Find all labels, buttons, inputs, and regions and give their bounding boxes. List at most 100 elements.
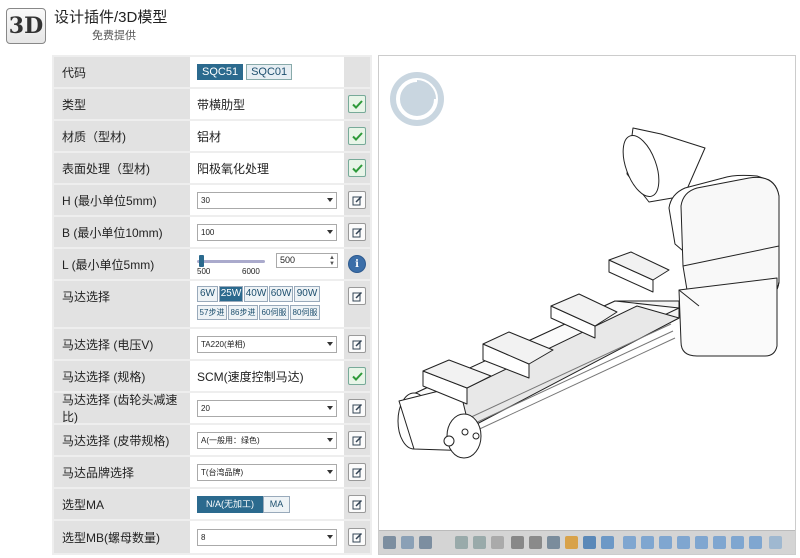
- spinner-icon[interactable]: ▲▼: [329, 255, 335, 267]
- view-iso-5-icon[interactable]: [695, 536, 708, 549]
- voltage-select[interactable]: TA220(单相): [197, 335, 337, 353]
- type-value: 带横肋型: [197, 97, 246, 112]
- color-icon[interactable]: [565, 536, 578, 549]
- watt-option-6w[interactable]: 6W: [197, 286, 218, 302]
- edit-icon[interactable]: [348, 335, 366, 353]
- page-title: 设计插件/3D模型: [54, 9, 168, 26]
- row-label: 代码: [54, 57, 190, 87]
- edit-icon[interactable]: [348, 431, 366, 449]
- view-front-icon[interactable]: [383, 536, 396, 549]
- row-height: H (最小单位5mm) 30: [54, 185, 370, 215]
- row-option-ma: 选型MA N/A(无加工) MA: [54, 489, 370, 519]
- material-value: 铝材: [197, 129, 222, 144]
- rotate-icon[interactable]: [491, 536, 504, 549]
- 3d-logo: 3D: [6, 8, 46, 44]
- row-label: 材质（型材): [54, 121, 190, 151]
- header: 3D 设计插件/3D模型 免费提供: [0, 0, 800, 52]
- row-width: B (最小单位10mm) 100: [54, 217, 370, 247]
- row-label: B (最小单位10mm): [54, 217, 190, 247]
- gear-ratio-select[interactable]: 20: [197, 399, 337, 417]
- wireframe-icon[interactable]: [529, 536, 542, 549]
- view-iso-7-icon[interactable]: [731, 536, 744, 549]
- edit-icon[interactable]: [348, 463, 366, 481]
- length-slider-handle[interactable]: [199, 255, 204, 267]
- belt-select[interactable]: A(一般用：绿色): [197, 431, 337, 449]
- row-label: 马达选择 (规格): [54, 361, 190, 391]
- page-subtitle: 免费提供: [92, 30, 136, 42]
- view-iso-4-icon[interactable]: [677, 536, 690, 549]
- collapse-icon[interactable]: [769, 536, 782, 549]
- row-motor: 马达选择 6W 25W 40W 60W 90W 57步进 86步进 60伺服 8…: [54, 281, 370, 327]
- watt-option-25w[interactable]: 25W: [219, 286, 243, 302]
- chevron-down-icon: [327, 534, 333, 539]
- row-label: H (最小单位5mm): [54, 185, 190, 215]
- row-motor-spec: 马达选择 (规格) SCM(速度控制马达): [54, 361, 370, 391]
- edit-icon[interactable]: [348, 399, 366, 417]
- row-code: 代码 SQC51 SQC01: [54, 57, 370, 87]
- conveyor-3d-model: [390, 72, 780, 459]
- row-option-mb: 选型MB(螺母数量) 8: [54, 521, 370, 553]
- edit-icon[interactable]: [348, 495, 366, 513]
- zoom-out-icon[interactable]: [473, 536, 486, 549]
- servo-option-80[interactable]: 80伺服: [290, 305, 320, 320]
- slider-min-label: 500: [197, 267, 211, 276]
- watt-option-90w[interactable]: 90W: [294, 286, 320, 302]
- row-label: 马达选择: [54, 281, 190, 327]
- code-option-sqc51[interactable]: SQC51: [197, 64, 244, 80]
- row-label: 马达选择 (皮带规格): [54, 425, 190, 455]
- info-icon[interactable]: i: [348, 255, 366, 273]
- viewer-toolbar: [379, 530, 795, 554]
- nut-count-select[interactable]: 8: [197, 528, 337, 546]
- check-icon[interactable]: [348, 367, 366, 385]
- view-iso-3-icon[interactable]: [659, 536, 672, 549]
- width-select[interactable]: 100: [197, 223, 337, 241]
- view-iso-6-icon[interactable]: [713, 536, 726, 549]
- edit-icon[interactable]: [348, 528, 366, 546]
- length-slider-track[interactable]: [197, 260, 265, 263]
- row-label: 选型MA: [54, 489, 190, 519]
- row-icon-cell: [344, 57, 370, 87]
- row-label: 选型MB(螺母数量): [54, 521, 190, 553]
- row-label: 马达选择 (齿轮头减速比): [54, 393, 190, 424]
- row-length: L (最小单位5mm) 500 6000 500 ▲▼ i: [54, 249, 370, 279]
- loading-spinner-icon: [390, 72, 444, 126]
- brand-select[interactable]: T(台湾品牌): [197, 463, 337, 481]
- code-option-sqc01[interactable]: SQC01: [246, 64, 293, 80]
- model-viewer[interactable]: [378, 55, 796, 555]
- ma-option-ma[interactable]: MA: [263, 496, 290, 513]
- row-motor-voltage: 马达选择 (电压V) TA220(单相): [54, 329, 370, 359]
- view-iso-1-icon[interactable]: [623, 536, 636, 549]
- watt-option-40w[interactable]: 40W: [244, 286, 268, 302]
- chevron-down-icon: [327, 437, 333, 442]
- solid-icon[interactable]: [583, 536, 596, 549]
- height-select[interactable]: 30: [197, 191, 337, 209]
- zoom-in-icon[interactable]: [455, 536, 468, 549]
- watt-option-60w[interactable]: 60W: [269, 286, 293, 302]
- view-iso-8-icon[interactable]: [749, 536, 762, 549]
- chevron-down-icon: [327, 229, 333, 234]
- code-chips: SQC51 SQC01: [192, 57, 344, 87]
- row-surface: 表面处理（型材) 阳极氧化处理: [54, 153, 370, 183]
- view-side-icon[interactable]: [401, 536, 414, 549]
- edit-icon[interactable]: [348, 287, 366, 305]
- view-top-icon[interactable]: [419, 536, 432, 549]
- stepper-option-57[interactable]: 57步进: [197, 305, 227, 320]
- row-gear-ratio: 马达选择 (齿轮头减速比) 20: [54, 393, 370, 424]
- edit-icon[interactable]: [348, 191, 366, 209]
- row-label: L (最小单位5mm): [54, 249, 190, 279]
- shaded-icon[interactable]: [547, 536, 560, 549]
- cube-icon[interactable]: [601, 536, 614, 549]
- measure-icon[interactable]: [511, 536, 524, 549]
- length-input[interactable]: 500 ▲▼: [276, 253, 338, 268]
- check-icon[interactable]: [348, 95, 366, 113]
- ma-option-none[interactable]: N/A(无加工): [197, 496, 263, 513]
- check-icon[interactable]: [348, 159, 366, 177]
- config-panel: 代码 SQC51 SQC01 类型 带横肋型 材质（型材) 铝材 表面处理（型材…: [52, 55, 372, 555]
- row-label: 类型: [54, 89, 190, 119]
- row-label: 表面处理（型材): [54, 153, 190, 183]
- stepper-option-86[interactable]: 86步进: [228, 305, 258, 320]
- check-icon[interactable]: [348, 127, 366, 145]
- edit-icon[interactable]: [348, 223, 366, 241]
- view-iso-2-icon[interactable]: [641, 536, 654, 549]
- servo-option-60[interactable]: 60伺服: [259, 305, 289, 320]
